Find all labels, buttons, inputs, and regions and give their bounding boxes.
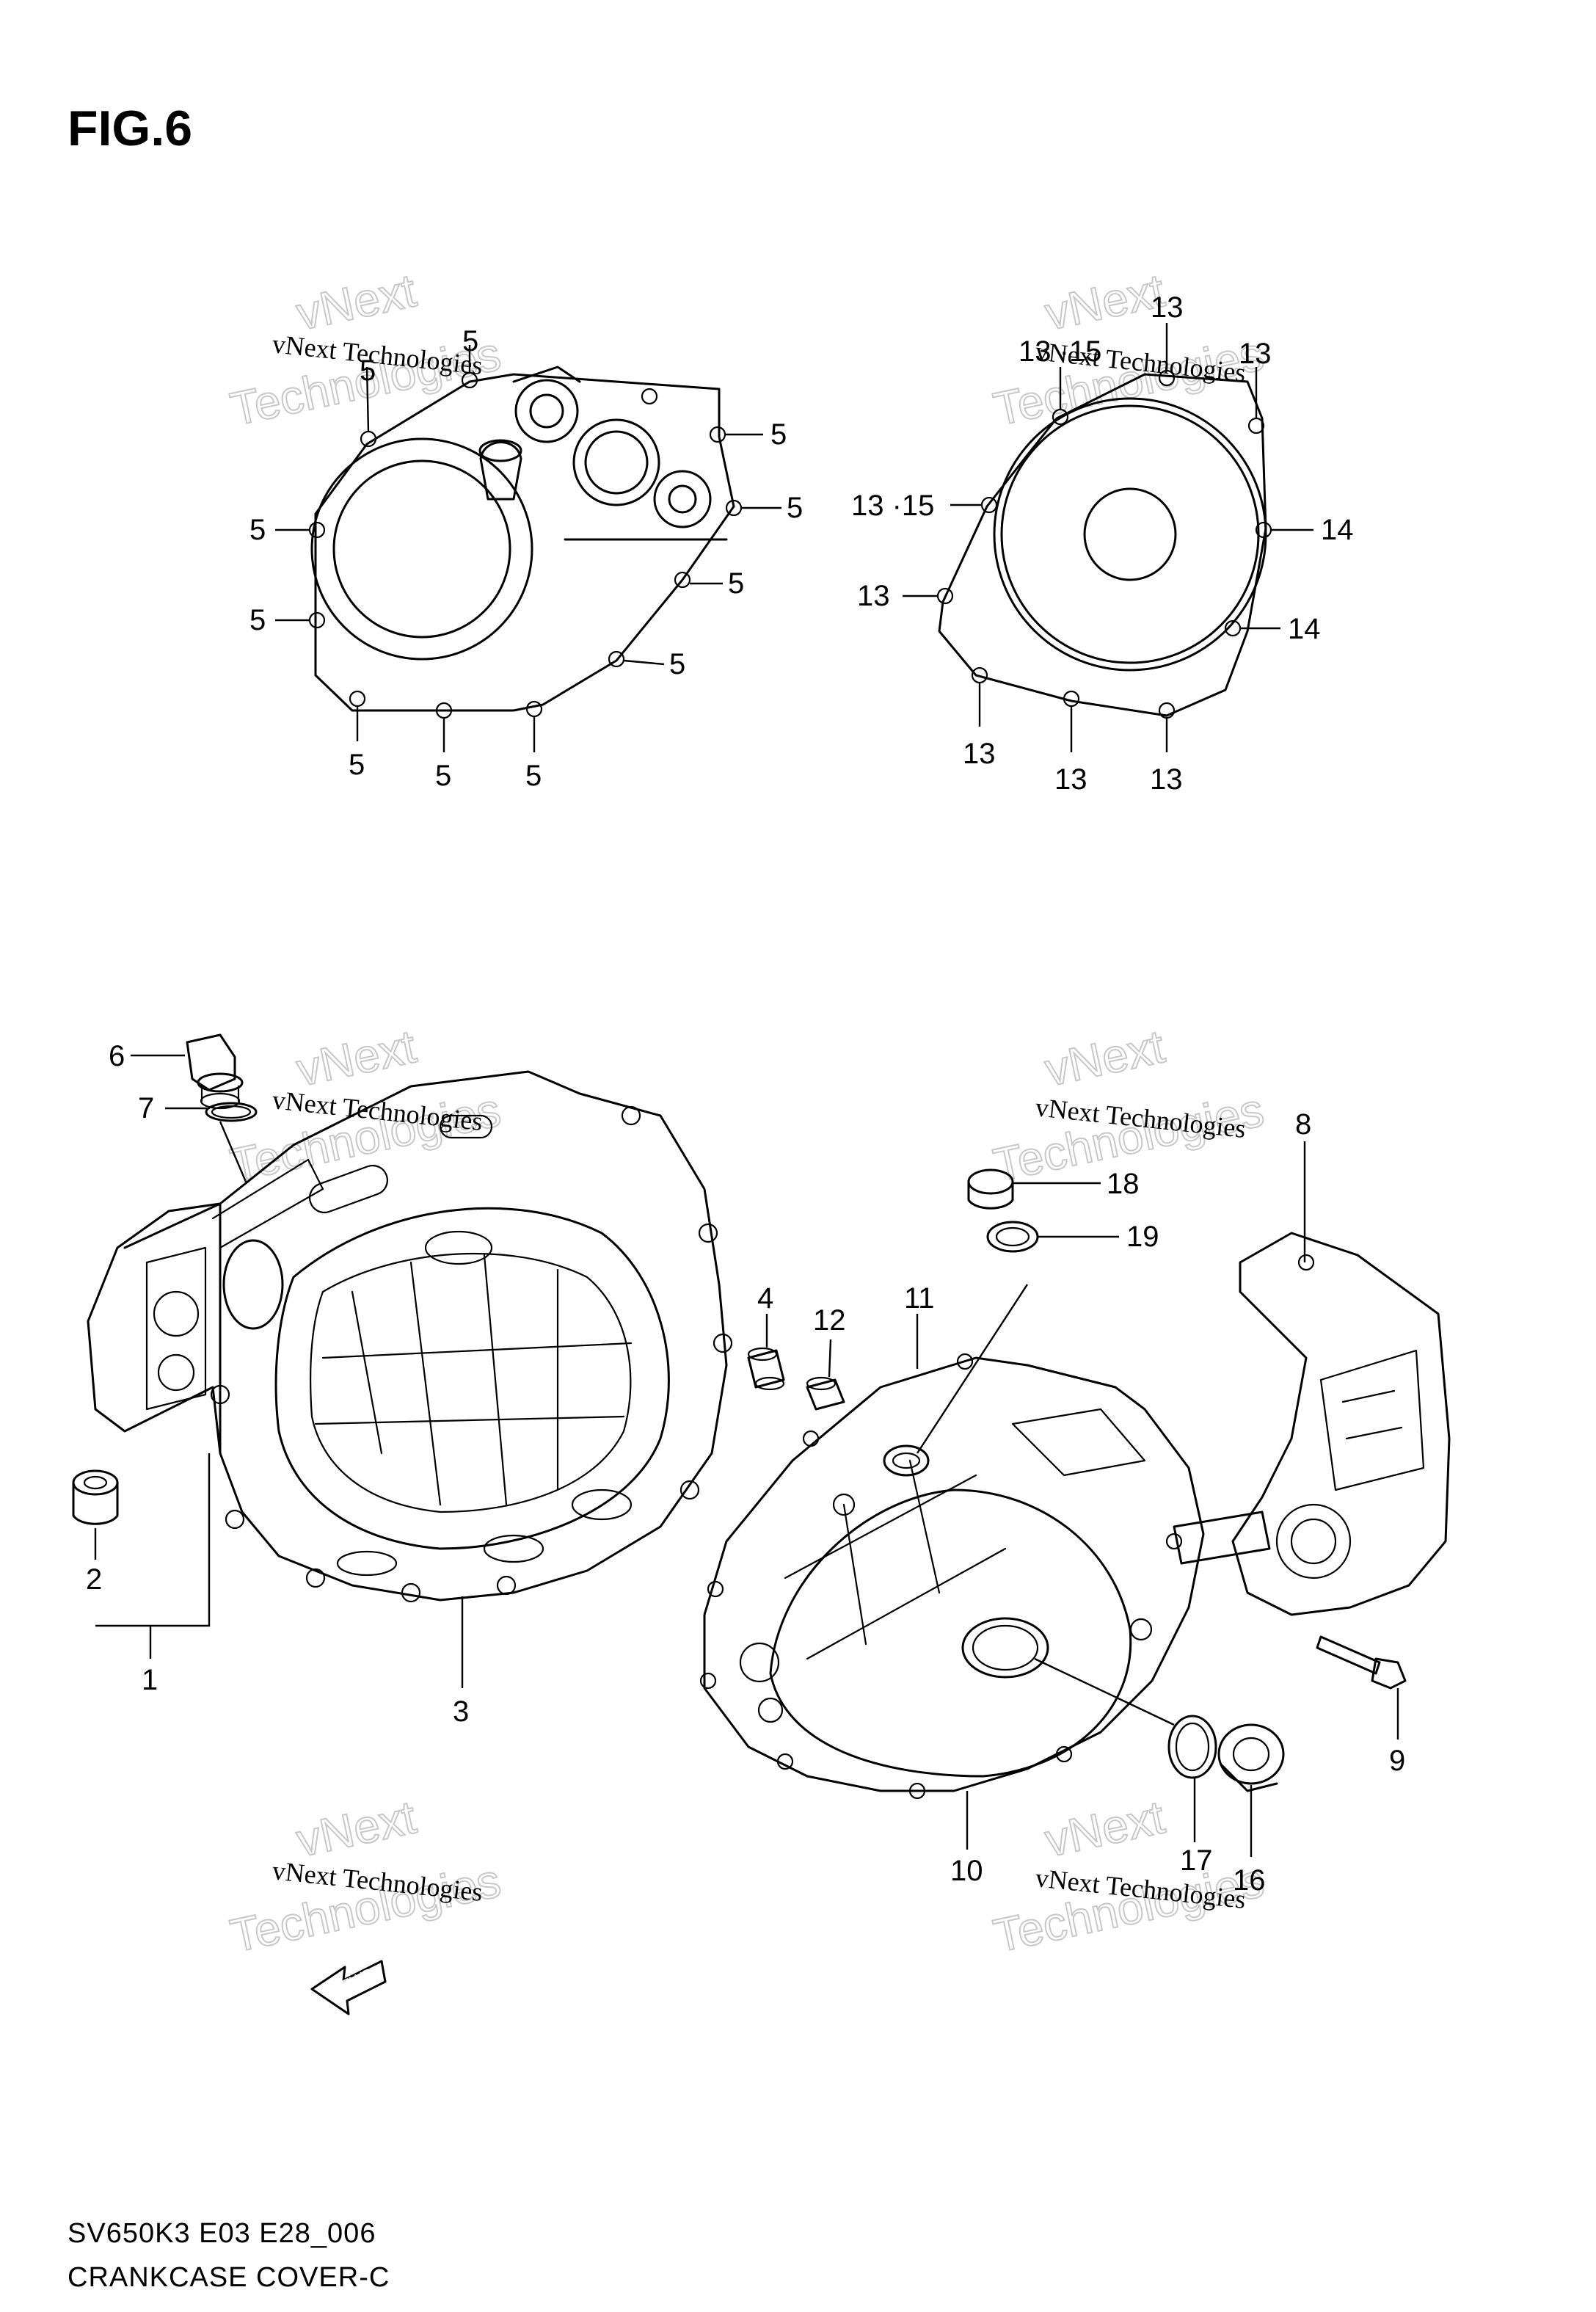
svg-text:13: 13 xyxy=(1054,763,1087,796)
svg-text:5: 5 xyxy=(669,648,685,680)
svg-text:13 ·15: 13 ·15 xyxy=(851,490,934,522)
gasket-left-outline xyxy=(308,366,743,719)
svg-text:13: 13 xyxy=(1150,763,1183,796)
svg-text:13 ·15: 13 ·15 xyxy=(1019,335,1101,368)
svg-text:19: 19 xyxy=(1126,1221,1159,1253)
o-ring-17: 17 xyxy=(1034,1657,1217,1877)
plug-18: 18 xyxy=(967,1168,1140,1210)
svg-text:5: 5 xyxy=(787,492,803,524)
svg-text:vNext: vNext xyxy=(292,1019,420,1096)
gasket-right-leaders xyxy=(903,323,1313,752)
grommet-2 xyxy=(72,1469,119,1525)
dowel-pin-12: 12 xyxy=(806,1304,846,1411)
svg-text:5: 5 xyxy=(249,514,266,546)
svg-text:5: 5 xyxy=(349,749,365,781)
svg-text:5: 5 xyxy=(462,325,478,357)
svg-text:vNext: vNext xyxy=(1041,1790,1169,1866)
svg-text:14: 14 xyxy=(1288,613,1321,645)
model-code: SV650K3 E03 E28_006 xyxy=(68,2218,376,2249)
fwd-arrow: FWD xyxy=(310,1960,387,2015)
svg-text:10: 10 xyxy=(950,1855,983,1887)
svg-text:5: 5 xyxy=(728,567,744,600)
cover-plate-8 xyxy=(1173,1232,1451,1616)
svg-text:17: 17 xyxy=(1180,1844,1213,1877)
svg-text:5: 5 xyxy=(770,418,787,451)
plug-16: 16 xyxy=(1217,1723,1285,1897)
svg-text:vNext: vNext xyxy=(292,1790,420,1866)
svg-text:13: 13 xyxy=(1151,291,1184,324)
svg-text:5: 5 xyxy=(525,760,542,792)
gasket-left-leaders xyxy=(275,345,781,752)
svg-text:12: 12 xyxy=(813,1304,846,1337)
svg-text:vNext: vNext xyxy=(1041,1019,1169,1096)
svg-text:18: 18 xyxy=(1107,1168,1140,1200)
oil-filler-cap xyxy=(186,1033,244,1110)
gasket-left-callouts: 5 5 5 5 5 5 5 5 5 5 5 xyxy=(249,325,803,792)
svg-text:5: 5 xyxy=(249,604,266,636)
svg-text:vNext: vNext xyxy=(1041,263,1169,340)
watermark-mid-right: vNext Technologies vNext Technologies xyxy=(988,1019,1269,1192)
svg-text:13: 13 xyxy=(857,580,890,612)
svg-text:4: 4 xyxy=(757,1282,773,1315)
svg-text:5: 5 xyxy=(435,760,451,792)
dowel-pin-4: 4 xyxy=(747,1282,785,1391)
svg-text:7: 7 xyxy=(138,1092,154,1124)
o-ring-7 xyxy=(205,1102,258,1122)
svg-text:6: 6 xyxy=(109,1040,125,1072)
watermark-top-left: vNext Technologies vNext Technologies xyxy=(225,263,506,436)
svg-text:1: 1 xyxy=(142,1664,158,1696)
figure-title: FIG.6 xyxy=(68,101,192,156)
svg-text:vNext: vNext xyxy=(292,263,420,340)
watermark-bottom-right: vNext Technologies vNext Technologies xyxy=(988,1789,1269,1963)
clutch-cover-outline xyxy=(87,1070,733,1603)
section-name: CRANKCASE COVER-C xyxy=(68,2262,390,2293)
svg-text:14: 14 xyxy=(1321,514,1354,546)
svg-text:2: 2 xyxy=(86,1563,102,1596)
svg-text:13: 13 xyxy=(963,738,996,770)
right-cover-leaders: 8 11 10 xyxy=(904,1108,1311,1887)
watermark-bottom-left: vNext Technologies vNext Technologies xyxy=(225,1789,506,1963)
o-ring-19: 19 xyxy=(916,1221,1159,1454)
svg-text:11: 11 xyxy=(904,1282,935,1315)
svg-text:13: 13 xyxy=(1239,338,1272,370)
bolt-9: 9 xyxy=(1316,1635,1407,1777)
gasket-right-outline xyxy=(936,369,1272,719)
svg-text:16: 16 xyxy=(1233,1864,1266,1897)
left-cover-callouts: 6 7 2 1 3 xyxy=(86,1040,469,1728)
generator-cover-outline xyxy=(699,1353,1205,1800)
svg-text:3: 3 xyxy=(453,1695,469,1728)
gasket-right-callouts: 13 13 ·15 13 13 ·15 14 13 14 13 13 13 xyxy=(851,291,1354,796)
left-cover-leaders xyxy=(94,1054,464,1688)
svg-text:8: 8 xyxy=(1295,1108,1311,1141)
svg-text:5: 5 xyxy=(360,355,376,387)
svg-text:9: 9 xyxy=(1389,1745,1405,1777)
